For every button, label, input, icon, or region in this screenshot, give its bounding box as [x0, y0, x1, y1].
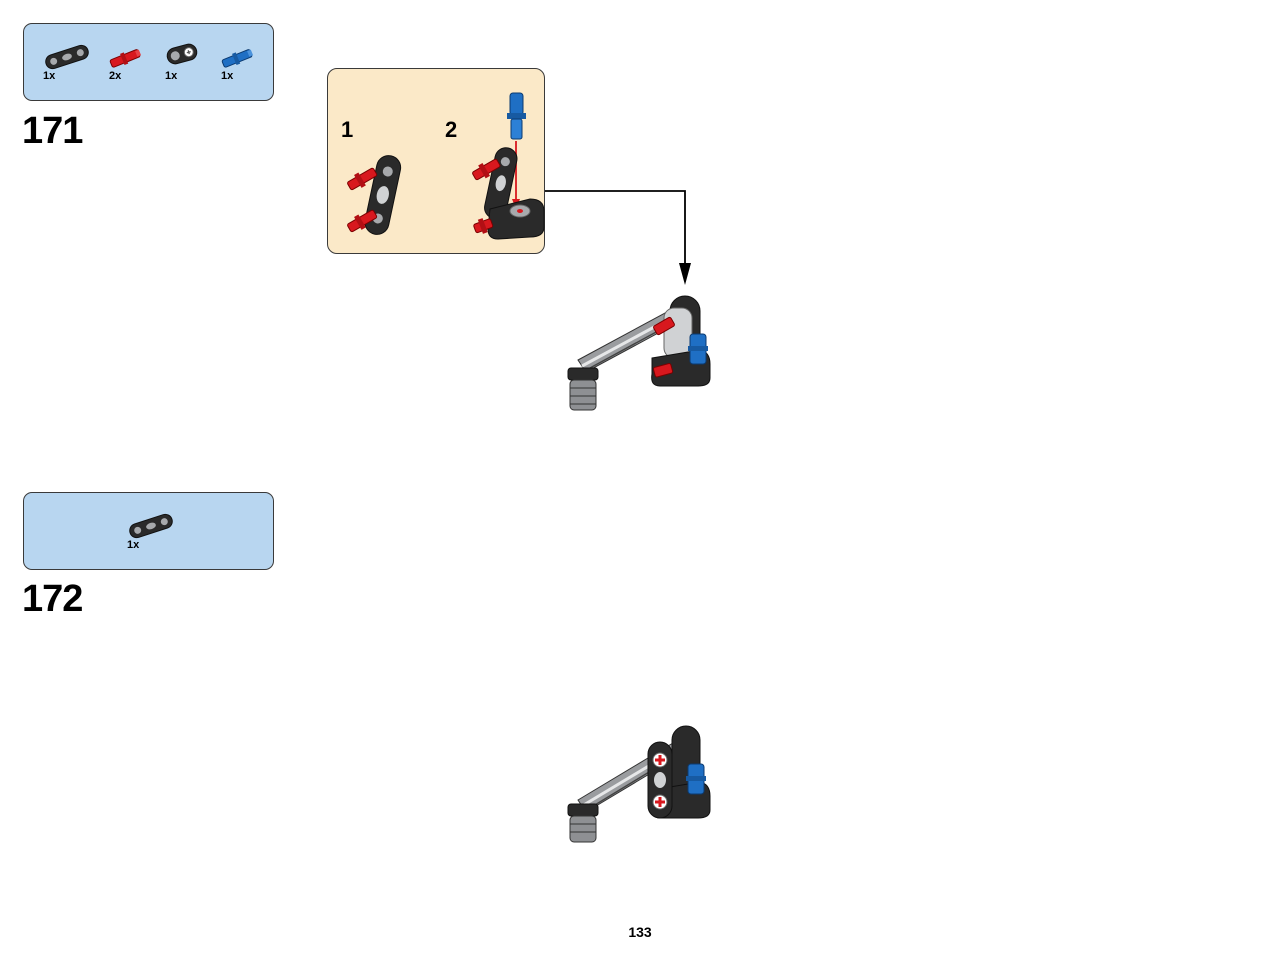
part-qty: 1x: [165, 70, 178, 82]
part-qty: 2x: [109, 70, 122, 82]
part-blue-axle-pin: 1x: [220, 46, 260, 82]
step-171-model-illustration: [567, 295, 711, 411]
substep-callout: 1 2: [327, 68, 545, 254]
part-qty: 1x: [127, 539, 140, 551]
substep-1-assembly-illustration: [347, 155, 402, 235]
substep-number: 2: [445, 117, 458, 142]
part-qty: 1x: [221, 70, 234, 82]
callout-arrow: [545, 190, 691, 285]
step-number: 171: [22, 110, 83, 152]
part-red-axle-pin: 2x: [108, 46, 148, 82]
page-number: 133: [628, 924, 652, 940]
part-angled-connector: 1x: [164, 40, 204, 82]
part-black-liftarm: 1x: [126, 511, 176, 551]
part-qty: 1x: [43, 70, 56, 82]
parts-list-step-171: 1x 2x 1x: [23, 23, 274, 101]
part-black-liftarm: 1x: [42, 42, 92, 82]
parts-list-step-172: 1x: [23, 492, 274, 570]
step-172-model-illustration: [567, 725, 711, 843]
substep-number: 1: [341, 117, 354, 142]
red-axle-pin-icon: [109, 49, 142, 68]
black-liftarm-icon: [45, 44, 89, 70]
substep-2-assembly-illustration: [472, 92, 545, 240]
step-number: 172: [22, 578, 83, 620]
blue-axle-pin-icon: [221, 49, 254, 68]
black-liftarm-icon: [129, 513, 173, 539]
grey-angled-connector-icon: [166, 43, 198, 65]
